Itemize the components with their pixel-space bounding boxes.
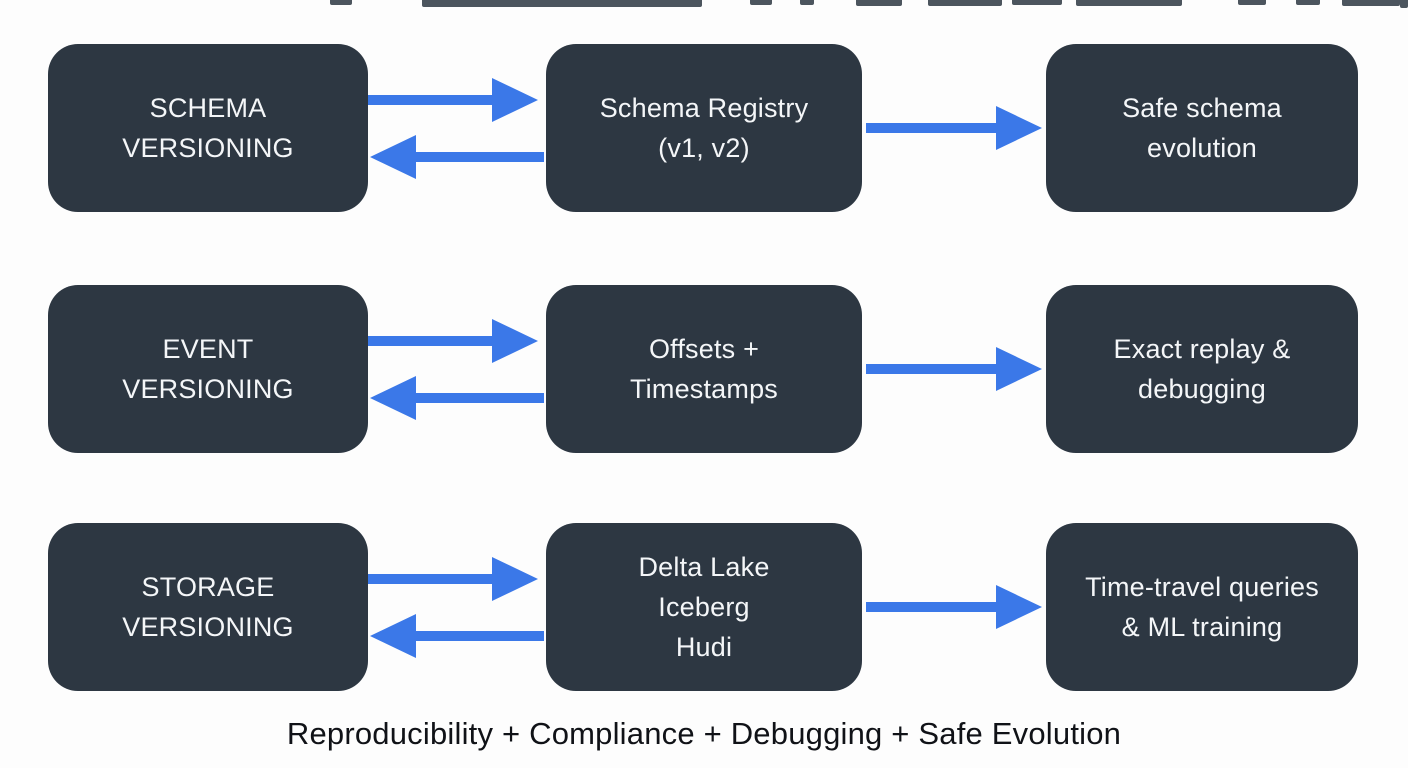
arrow-schema-versioning-mechanism-to-source	[370, 135, 544, 179]
arrow-storage-versioning-source-to-mechanism	[368, 557, 538, 601]
cropped-top-edge-fragment	[800, 0, 814, 5]
arrow-schema-versioning-mechanism-to-outcome	[866, 106, 1042, 150]
arrow-event-versioning-source-to-mechanism	[368, 319, 538, 363]
cropped-top-edge-fragment	[856, 0, 902, 6]
cropped-top-edge-fragment	[1012, 0, 1062, 5]
cropped-top-edge-artifact	[0, 0, 1408, 10]
arrow-storage-versioning-mechanism-to-source	[370, 614, 544, 658]
cropped-top-edge-fragment	[422, 0, 702, 7]
arrow-storage-versioning-mechanism-to-outcome	[866, 585, 1042, 629]
cropped-top-edge-fragment	[1076, 0, 1182, 6]
node-storage-versioning-source: STORAGE VERSIONING	[48, 523, 368, 691]
cropped-top-edge-fragment	[330, 0, 352, 5]
arrow-schema-versioning-source-to-mechanism	[368, 78, 538, 122]
node-event-versioning-outcome: Exact replay & debugging	[1046, 285, 1358, 453]
cropped-top-edge-fragment	[1296, 0, 1320, 5]
cropped-top-edge-fragment	[1238, 0, 1266, 5]
cropped-top-edge-fragment	[928, 0, 1002, 6]
cropped-top-edge-fragment	[1400, 0, 1408, 8]
cropped-top-edge-fragment	[750, 0, 772, 5]
node-event-versioning-source: EVENT VERSIONING	[48, 285, 368, 453]
node-schema-versioning-mechanism: Schema Registry (v1, v2)	[546, 44, 862, 212]
cropped-top-edge-fragment	[1342, 0, 1400, 6]
node-storage-versioning-outcome: Time-travel queries & ML training	[1046, 523, 1358, 691]
node-schema-versioning-source: SCHEMA VERSIONING	[48, 44, 368, 212]
node-schema-versioning-outcome: Safe schema evolution	[1046, 44, 1358, 212]
arrow-event-versioning-mechanism-to-source	[370, 376, 544, 420]
node-event-versioning-mechanism: Offsets + Timestamps	[546, 285, 862, 453]
node-storage-versioning-mechanism: Delta Lake Iceberg Hudi	[546, 523, 862, 691]
arrow-event-versioning-mechanism-to-outcome	[866, 347, 1042, 391]
diagram-caption: Reproducibility + Compliance + Debugging…	[286, 716, 1122, 751]
